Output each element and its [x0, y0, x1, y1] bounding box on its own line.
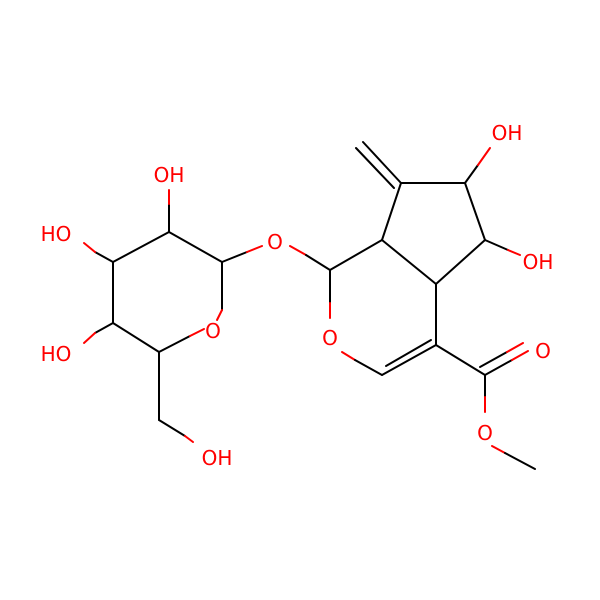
o-label-glycosidic: O [267, 230, 283, 254]
atom-labels: OH HO HO OH O O O OH OH O O [41, 121, 554, 470]
o-label-carbonyl: O [535, 339, 551, 363]
oh-label-ch2: OH [202, 446, 233, 470]
ho-label-sugar-lower: HO [41, 342, 72, 366]
o-label-ester: O [477, 421, 493, 445]
pyran-ring-bonds [329, 239, 437, 376]
cyclopentane-ring-bonds [381, 182, 486, 285]
oh-label-sugar-top: OH [154, 163, 185, 187]
ho-label-sugar-upper: HO [41, 222, 72, 246]
ester-bonds [435, 342, 536, 470]
cyclopentane-oh-bonds [464, 147, 521, 256]
o-label-pyran-ring: O [322, 326, 338, 350]
sugar-substituent-bonds [83, 189, 263, 344]
sugar-ring-bonds [112, 231, 223, 443]
o-label-sugar-ring: O [205, 319, 221, 343]
oh-label-top-right: OH [492, 121, 523, 145]
glycosidic-bonds [289, 245, 331, 271]
methylene-bond [355, 141, 402, 189]
oh-label-right: OH [523, 250, 554, 274]
